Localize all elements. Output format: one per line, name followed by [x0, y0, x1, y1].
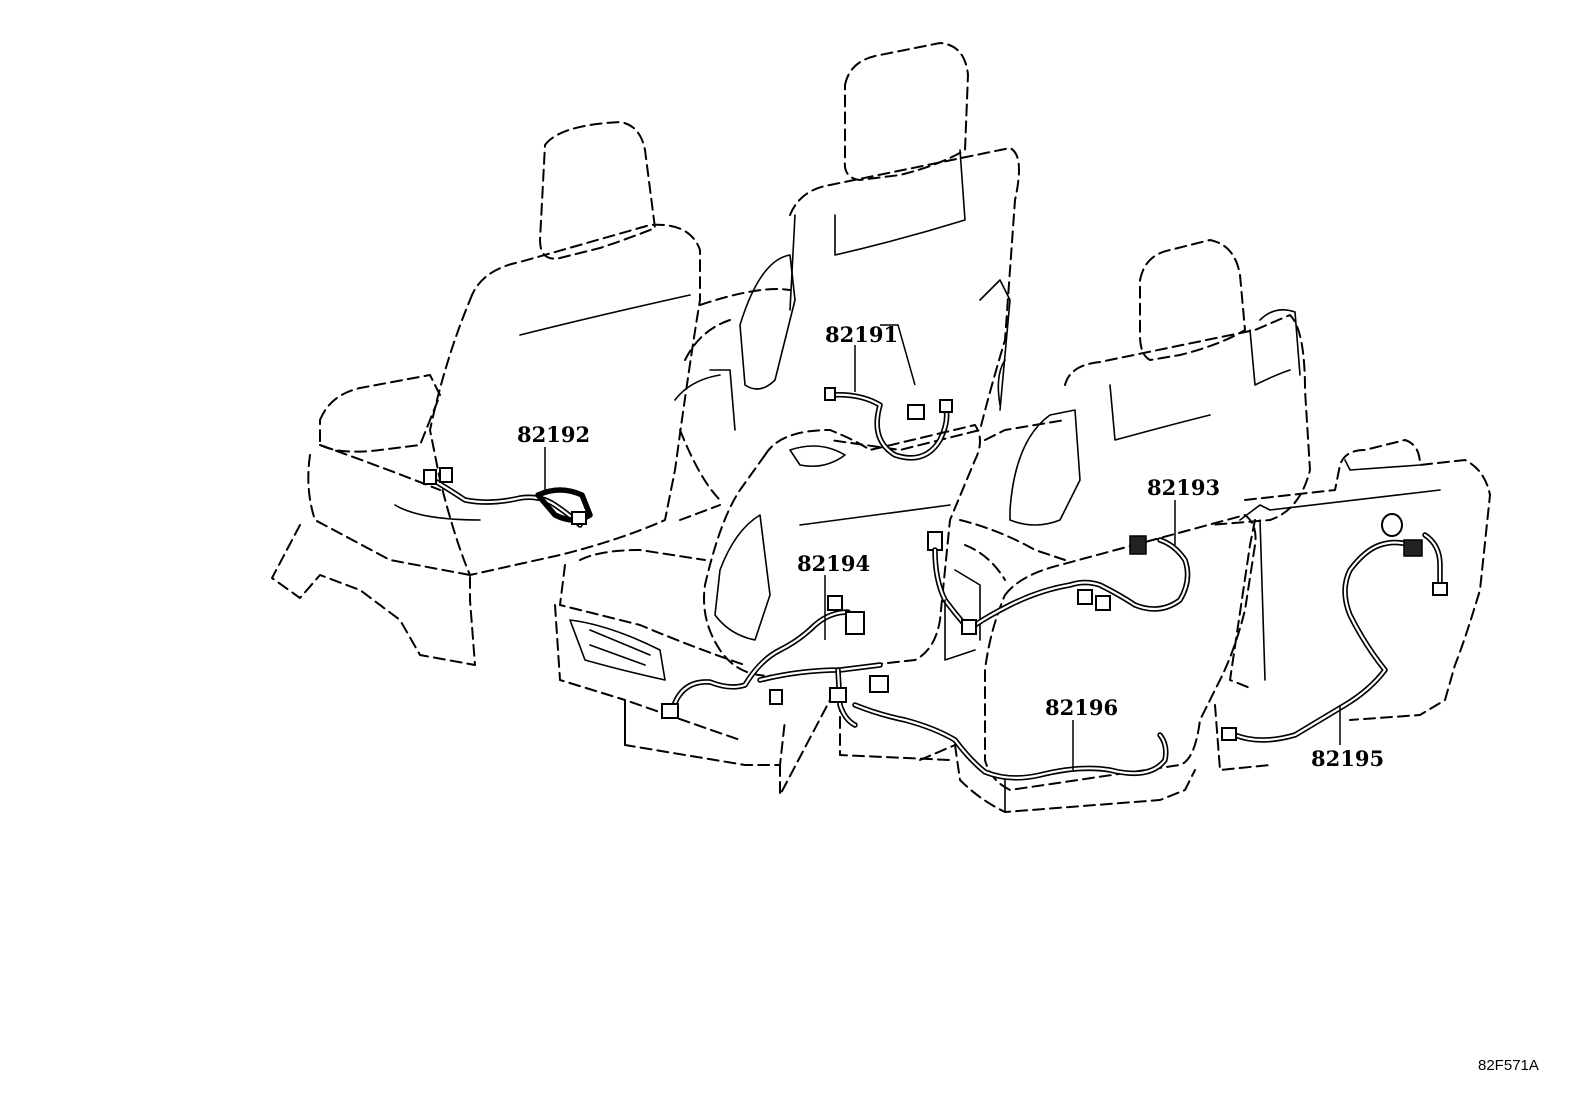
connector-82194-b — [845, 611, 865, 635]
right-rear-seat-backrest — [1244, 439, 1491, 721]
part-label-82196: 82196 — [1045, 695, 1118, 720]
middle-seat-backrest — [789, 147, 1020, 451]
middle-rear-seat — [674, 42, 1020, 501]
connector-82191-a — [824, 387, 836, 401]
connector-82195-c — [1221, 727, 1237, 741]
connector-82194-f — [769, 689, 783, 705]
part-label-82191: 82191 — [825, 322, 898, 347]
left-seat-cushion — [319, 374, 441, 453]
right-center-seat-headrest — [1139, 239, 1246, 361]
connector-82194-d — [869, 675, 889, 693]
right-center-seat-backrest — [1064, 314, 1311, 526]
illustration-code: 82F571A — [1478, 1057, 1539, 1074]
connector-82193-c — [1095, 595, 1111, 611]
floor-line-1 — [679, 504, 721, 521]
floor-line-2 — [919, 744, 956, 761]
connector-82191-b — [907, 404, 925, 420]
center-harness-connector — [927, 531, 1006, 661]
connector-82194-e — [829, 687, 847, 703]
connector-82193-b — [1077, 589, 1093, 605]
right-rear-seat — [1214, 439, 1491, 771]
connector-82195-a — [1403, 539, 1423, 557]
connector-82195-round — [1381, 513, 1403, 537]
part-label-82192: 82192 — [517, 422, 590, 447]
front-center-seat-backrest — [703, 424, 981, 677]
harness-82191 — [827, 391, 950, 461]
right-center-seat — [852, 239, 1311, 813]
part-label-82193: 82193 — [1147, 475, 1220, 500]
connector-82195-b — [1432, 582, 1448, 596]
connector-82192-b — [439, 467, 453, 483]
connector-82194-a — [661, 703, 679, 719]
connector-82193-a — [1129, 535, 1147, 555]
middle-seat-headrest — [843, 42, 969, 181]
left-seat-base — [271, 524, 476, 666]
connector-82193-d — [961, 619, 977, 635]
front-center-seat-cushion — [579, 549, 706, 561]
right-center-seat-back-panel — [984, 514, 1257, 791]
connector-82192-a — [423, 469, 437, 485]
left-seat-backrest — [429, 223, 701, 576]
part-label-82195: 82195 — [1311, 746, 1384, 771]
harness-82196 — [852, 702, 1169, 781]
left-seat-headrest — [539, 121, 656, 260]
part-label-82194: 82194 — [797, 551, 870, 576]
front-center-seat — [554, 424, 981, 796]
connector-82191-c — [939, 399, 953, 413]
leader-lines — [544, 324, 1341, 770]
connector-82194-c — [827, 595, 843, 611]
left-front-seat — [271, 121, 701, 666]
connector-82192-c — [571, 511, 587, 525]
